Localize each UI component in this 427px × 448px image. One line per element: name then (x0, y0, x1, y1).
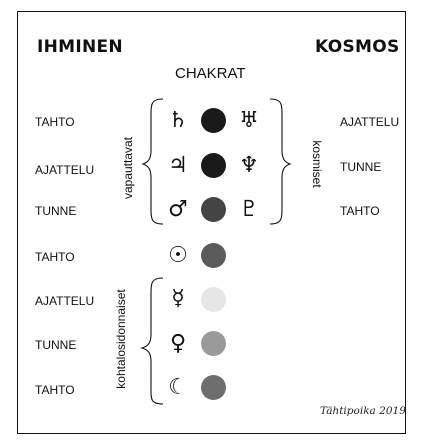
saturn-icon: ♄ (168, 108, 188, 133)
upper-right-brace (269, 98, 292, 225)
header-ihminen: IHMINEN (37, 37, 123, 57)
uranus-icon: ♅ (239, 108, 259, 133)
neptune-icon: ♆ (239, 153, 259, 178)
right-label-1: AJATTELU (340, 115, 400, 129)
left-label-7: TAHTO (35, 383, 75, 397)
signature: Tähtipoika 2019 (320, 405, 406, 417)
upper-left-brace (141, 98, 164, 225)
sun-icon: ☉ (168, 243, 188, 268)
header-kosmos: KOSMOS (315, 37, 400, 57)
header-chakrat: CHAKRAT (175, 65, 246, 82)
moon-icon: ☾ (168, 375, 188, 400)
chakra-dot (201, 243, 226, 268)
mars-icon: ♂ (168, 197, 188, 222)
chakra-dot (201, 197, 226, 222)
venus-icon: ♀ (169, 331, 187, 356)
left-label-1: TAHTO (35, 115, 75, 129)
right-label-3: TAHTO (340, 204, 380, 218)
left-label-2: AJATTELU (35, 163, 95, 177)
chakra-dot (201, 153, 226, 178)
left-label-5: AJATTELU (35, 294, 95, 308)
pluto-icon: ♇ (239, 197, 259, 222)
chakra-dot (201, 375, 226, 400)
left-label-3: TUNNE (35, 204, 77, 218)
left-label-4: TAHTO (35, 250, 75, 264)
chakra-dot (201, 331, 226, 356)
jupiter-icon: ♃ (168, 153, 188, 178)
right-label-2: TUNNE (340, 160, 382, 174)
mercury-icon: ☿ (171, 286, 185, 311)
lower-left-brace (140, 277, 164, 405)
diagram-frame (17, 11, 406, 434)
chakra-dot (201, 108, 226, 133)
left-label-6: TUNNE (35, 338, 77, 352)
chakra-dot (201, 287, 226, 312)
